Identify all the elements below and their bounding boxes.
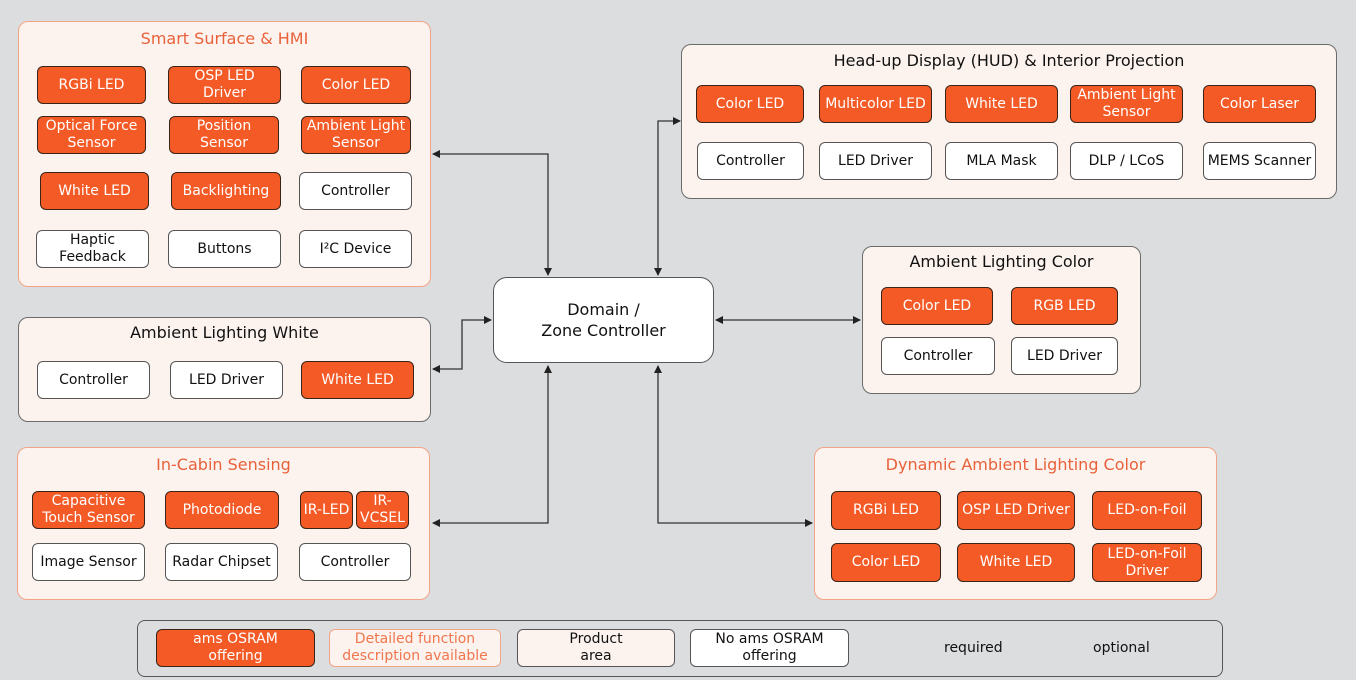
item-controller: Controller [37,361,150,399]
item-white-led: White LED [301,361,414,399]
group-title: Ambient Lighting Color [909,252,1094,271]
item-led-driver: LED Driver [170,361,283,399]
item-color-led: Color LED [881,287,993,325]
item-color-led: Color LED [301,66,411,104]
item-dlp-lcos: DLP / LCoS [1070,142,1183,180]
item-osp-led-driver: OSP LED Driver [957,491,1075,530]
group-title: Smart Surface & HMI [140,29,309,48]
item-white-led: White LED [40,172,149,210]
item-capacitive-touch-sensor: Capacitive Touch Sensor [32,491,145,529]
item-led-driver: LED Driver [819,142,932,180]
item-color-led: Color LED [696,85,804,123]
center-label-line1: Domain / [567,300,640,319]
item-rgbi-led: RGBi LED [831,491,941,530]
connector-hud [654,117,681,276]
item-ir-led: IR-LED [300,491,353,529]
item-color-laser: Color Laser [1203,85,1316,123]
item-led-driver: LED Driver [1011,337,1118,375]
item-led-on-foil-driver: LED-on-Foil Driver [1092,543,1202,582]
item-buttons: Buttons [168,230,281,268]
item-white-led: White LED [957,543,1075,582]
legend-detailed-function: Detailed function description available [329,629,501,667]
connector-dynamic [654,365,813,527]
item-controller: Controller [881,337,995,375]
legend-no-ams-offering: No ams OSRAM offering [690,629,849,667]
group-title: In-Cabin Sensing [156,455,291,474]
item-color-led: Color LED [831,543,941,582]
item-rgbi-led: RGBi LED [37,66,146,104]
legend-required-label: required [944,640,1003,656]
group-title: Dynamic Ambient Lighting Color [885,455,1146,474]
item-mla-mask: MLA Mask [945,142,1058,180]
domain-zone-controller: Domain / Zone Controller [493,277,714,363]
group-title: Head-up Display (HUD) & Interior Project… [833,51,1185,70]
item-controller: Controller [299,172,412,210]
item-ambient-light-sensor: Ambient Light Sensor [301,116,411,154]
legend-optional-label: optional [1093,640,1150,656]
item-ambient-light-sensor: Ambient Light Sensor [1070,85,1183,123]
connector-ambient-white [432,316,492,373]
connector-in-cabin [432,365,552,527]
item-image-sensor: Image Sensor [32,543,145,581]
group-title: Ambient Lighting White [130,323,319,342]
item-controller: Controller [299,543,411,581]
item-radar-chipset: Radar Chipset [165,543,278,581]
legend-product-area: Product area [517,629,675,667]
item-white-led: White LED [945,85,1058,123]
center-label-line2: Zone Controller [541,321,666,340]
item-photodiode: Photodiode [165,491,279,529]
item-multicolor-led: Multicolor LED [819,85,932,123]
item-i2c-device: I²C Device [299,230,412,268]
item-controller: Controller [697,142,804,180]
legend-ams-offering: ams OSRAM offering [156,629,315,667]
item-haptic-feedback: Haptic Feedback [36,230,149,268]
item-optical-force-sensor: Optical Force Sensor [37,116,146,154]
connector-smart-surface [432,150,552,276]
item-position-sensor: Position Sensor [169,116,279,154]
item-backlighting: Backlighting [171,172,281,210]
item-osp-led-driver: OSP LED Driver [168,66,281,104]
item-mems-scanner: MEMS Scanner [1203,142,1316,180]
item-rgb-led: RGB LED [1011,287,1118,325]
item-led-on-foil: LED-on-Foil [1092,491,1202,530]
item-ir-vcsel: IR-VCSEL [356,491,409,529]
legend [137,620,1223,677]
